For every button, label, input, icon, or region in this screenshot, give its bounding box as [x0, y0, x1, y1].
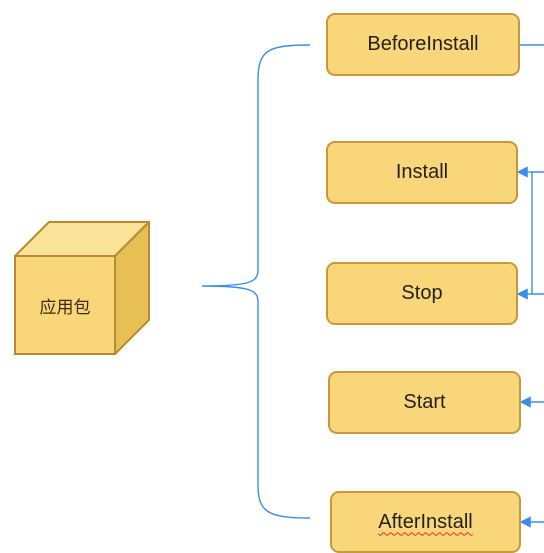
node-stop-label: Stop: [401, 282, 443, 304]
node-afterinstall: AfterInstall: [330, 491, 521, 553]
grouping-brace: [201, 44, 311, 519]
cube-front-face: [14, 255, 116, 355]
install-stop-bracket: [531, 171, 544, 295]
node-install: Install: [326, 141, 518, 204]
node-start: Start: [328, 371, 521, 434]
package-label: 应用包: [15, 256, 115, 354]
node-beforeinstall-label: BeforeInstall: [367, 33, 479, 55]
node-start-label: Start: [403, 391, 446, 413]
node-install-label: Install: [395, 161, 449, 183]
package-cube-icon: [14, 221, 150, 355]
node-beforeinstall: BeforeInstall: [326, 13, 520, 76]
package-label-text: 应用包: [39, 297, 91, 318]
node-stop: Stop: [326, 262, 518, 325]
node-afterinstall-label: AfterInstall: [378, 510, 473, 533]
